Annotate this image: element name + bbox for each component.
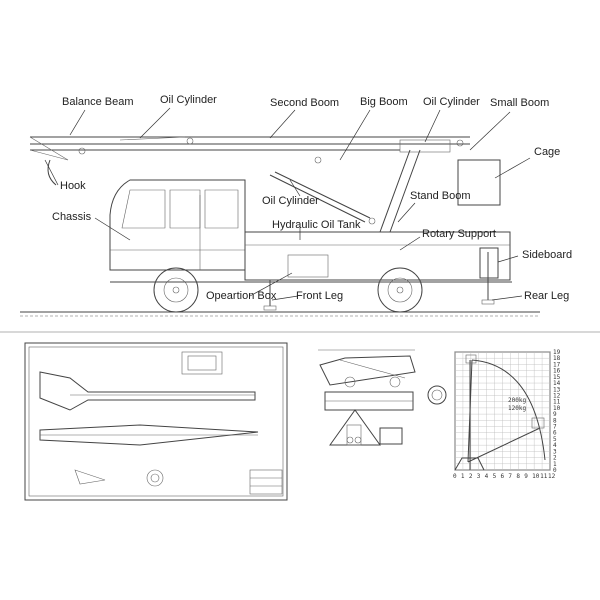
load-label-200: 200kg [508,397,526,404]
cage-shape [457,159,501,206]
front-wheel [153,267,199,313]
range-x-tick: 10 [532,473,540,480]
range-y-tick: 10 [553,405,561,412]
range-y-tick: 16 [553,368,561,375]
label-oil-cylinder-right: Oil Cylinder [423,96,480,108]
label-second-boom: Second Boom [270,97,340,109]
range-y-tick: 13 [553,386,561,393]
label-small-boom: Small Boom [490,97,550,109]
label-hook: Hook [60,180,86,192]
range-x-tick: 5 [493,473,497,480]
range-x-tick: 4 [485,473,489,480]
truck-cab [109,179,246,271]
range-y-tick: 8 [553,417,557,424]
range-y-tick: 3 [553,448,557,455]
range-y-tick: 12 [553,392,561,399]
label-hydraulic-oil-tank: Hydraulic Oil Tank [272,219,361,231]
range-y-tick: 17 [553,361,561,368]
range-x-tick: 3 [477,473,481,480]
range-base [454,457,485,471]
range-y-tick: 9 [553,411,557,418]
range-y-tick: 11 [553,399,561,406]
label-cage: Cage [534,146,561,158]
range-x-tick: 11 [540,473,548,480]
three-view-drawing [318,349,447,446]
range-cage-top [465,354,477,364]
range-y-tick: 6 [553,430,557,437]
label-rear-leg: Rear Leg [524,290,570,302]
label-big-boom: Big Boom [360,96,408,108]
range-x-tick: 0 [453,473,457,480]
rear-wheel [377,267,423,313]
load-label-120: 120kg [508,405,526,412]
range-x-tick: 2 [469,473,473,480]
front-leg-shape [263,280,277,311]
truck-chassis [110,231,512,283]
range-x-tick: 9 [524,473,528,480]
range-y-tick: 4 [553,442,557,449]
range-y-tick: 14 [553,380,561,387]
rear-leg-shape [481,252,495,305]
range-x-tick: 12 [548,473,556,480]
label-front-leg: Front Leg [296,290,344,302]
label-oil-cylinder-top: Oil Cylinder [160,94,217,106]
sideboard-shape [479,247,499,279]
label-stand-boom: Stand Boom [410,190,471,202]
range-y-tick: 2 [553,455,557,462]
range-grid [454,351,551,471]
range-y-tick: 1 [553,461,557,468]
range-envelope-curve [471,359,546,461]
range-y-tick: 5 [553,436,557,443]
boom-assembly [29,136,470,164]
range-boom-extended [467,427,541,463]
range-boom-upright [467,359,473,463]
range-x-tick: 1 [461,473,465,480]
label-chassis: Chassis [52,211,92,223]
engineering-drawing [24,342,288,501]
hook-shape [47,159,57,186]
range-y-tick: 0 [553,467,557,474]
range-x-tick: 6 [501,473,505,480]
ground-line [20,311,540,317]
range-y-tick: 7 [553,424,557,431]
stand-boom [269,149,421,233]
range-y-tick: 19 [553,349,561,356]
label-sideboard: Sideboard [522,249,573,261]
range-x-tick: 7 [508,473,512,480]
label-rotary-support: Rotary Support [422,228,496,240]
range-cage-side [531,417,545,429]
label-balance-beam: Balance Beam [62,96,134,108]
range-y-tick: 15 [553,374,561,381]
range-x-tick: 8 [516,473,520,480]
range-y-tick: 18 [553,355,561,362]
label-oil-cylinder-mid: Oil Cylinder [262,195,319,207]
leader-lines [44,107,531,301]
label-operation-box: Opeartion Box [206,290,277,302]
